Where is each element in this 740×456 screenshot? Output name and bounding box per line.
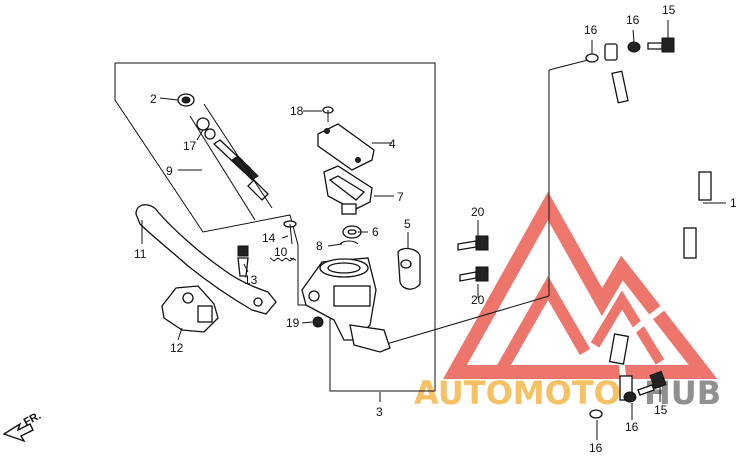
banjo-bolt-top — [585, 37, 675, 63]
banjo-bolt-bottom — [589, 370, 667, 419]
master-cylinder-holder — [397, 247, 421, 290]
watermark-logo — [443, 191, 718, 379]
label-part-15-top: 15 — [662, 3, 676, 17]
master-cylinder — [301, 257, 391, 353]
label-part-12: 12 — [170, 341, 184, 355]
label-part-16-top-right: 16 — [626, 13, 640, 27]
label-part-16-bottom-left: 16 — [589, 441, 603, 455]
bolt-20-upper — [457, 235, 489, 251]
screw-18 — [322, 106, 334, 122]
label-part-4: 4 — [389, 137, 396, 151]
label-part-11: 11 — [134, 247, 147, 261]
label-part-2: 2 — [150, 92, 157, 106]
label-part-8: 8 — [316, 239, 323, 253]
label-part-20-lower: 20 — [471, 293, 485, 307]
brake-lever — [135, 204, 277, 315]
direction-label: FR. — [22, 410, 43, 429]
bolt-14 — [283, 220, 297, 245]
label-part-10: 10 — [274, 245, 288, 259]
watermark-text-automoto: AUTOMOTO — [414, 374, 621, 412]
label-part-9: 9 — [166, 164, 173, 178]
label-part-7: 7 — [397, 190, 404, 204]
label-part-13: 13 — [244, 273, 258, 287]
label-part-14: 14 — [262, 231, 276, 245]
assembly-outline — [114, 62, 436, 392]
label-part-19: 19 — [286, 316, 300, 330]
spring-10 — [269, 257, 295, 262]
label-part-16-bottom-right: 16 — [625, 420, 639, 434]
label-part-1: 1 — [730, 196, 737, 210]
label-part-20-upper: 20 — [471, 205, 485, 219]
label-part-3: 3 — [376, 405, 383, 419]
label-part-15-bottom: 15 — [654, 403, 668, 417]
label-part-17: 17 — [183, 139, 197, 153]
piston-set — [177, 93, 273, 221]
bolt-20-lower — [459, 266, 489, 282]
brake-hose — [382, 59, 726, 401]
leader-lines — [141, 20, 669, 440]
label-part-16-top-left: 16 — [584, 23, 598, 37]
reservoir-cap — [317, 123, 375, 171]
label-part-6: 6 — [372, 225, 379, 239]
front-direction-arrow-icon — [2, 422, 34, 443]
lever-bracket — [161, 285, 219, 333]
diaphragm — [323, 165, 373, 215]
pivot-bolt — [237, 245, 249, 277]
screw-19 — [312, 316, 324, 328]
clip-8 — [339, 240, 359, 245]
label-part-5: 5 — [404, 217, 411, 231]
label-part-18: 18 — [290, 104, 304, 118]
